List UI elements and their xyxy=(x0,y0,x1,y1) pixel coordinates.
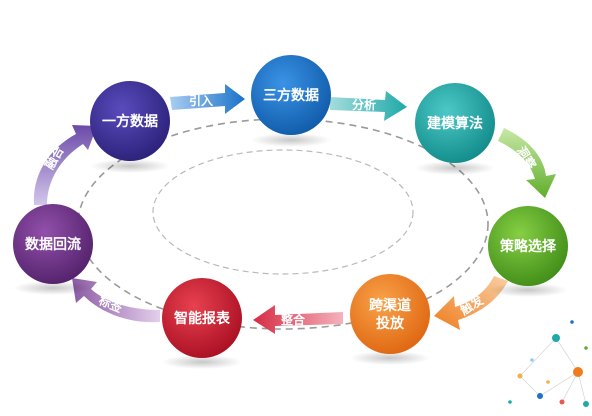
decorative-network-dots xyxy=(508,320,589,407)
node-label-cross-channel-line2: 投放 xyxy=(376,315,405,332)
node-smart-report: 智能报表 xyxy=(162,278,242,358)
node-label-first-party-data: 一方数据 xyxy=(102,113,158,130)
node-label-third-party-data: 三方数据 xyxy=(263,87,319,104)
node-label-strategy-selection: 策略选择 xyxy=(499,238,557,255)
arrow-label-import: 引入 xyxy=(189,94,213,108)
arrow-import: 引入 xyxy=(170,84,245,114)
arrow-integrate: 整合 xyxy=(253,305,343,334)
node-third-party-data: 三方数据 xyxy=(251,55,331,135)
node-strategy-selection: 策略选择 xyxy=(488,206,568,286)
node-cross-channel-placement: 跨渠道 投放 xyxy=(350,274,430,354)
arrow-label-analysis: 分析 xyxy=(352,97,376,112)
inner-dashed-ellipse xyxy=(152,149,414,275)
arrow-analysis: 分析 xyxy=(330,91,407,121)
node-label-modeling-algorithm: 建模算法 xyxy=(427,115,483,132)
arrow-label-integrate: 整合 xyxy=(280,312,306,327)
arrow-trigger: 触发 xyxy=(434,276,508,330)
node-label-cross-channel-line1: 跨渠道 xyxy=(369,297,411,314)
node-label-smart-report: 智能报表 xyxy=(173,310,231,327)
node-data-backflow: 数据回流 xyxy=(13,204,93,284)
node-modeling-algorithm: 建模算法 xyxy=(415,83,495,163)
node-label-data-backflow: 数据回流 xyxy=(25,236,81,253)
arrow-insight: 洞察 xyxy=(498,128,556,198)
node-shadows xyxy=(13,133,568,369)
node-first-party-data: 一方数据 xyxy=(90,81,170,161)
